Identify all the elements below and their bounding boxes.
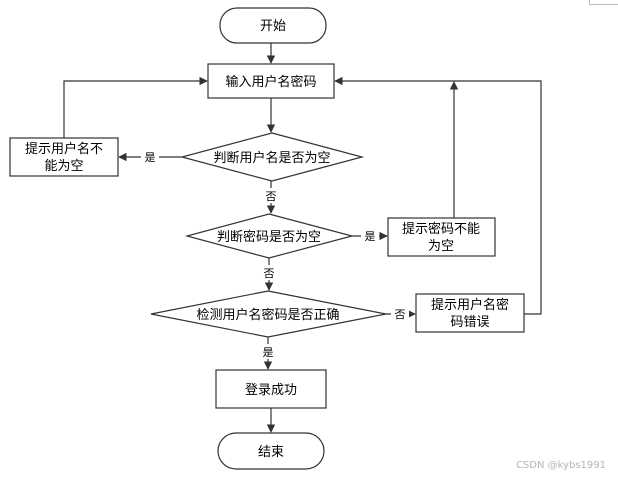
edge-label-no-verify: 否	[395, 308, 406, 321]
edge-label-no-password: 否	[264, 267, 275, 280]
start-label: 开始	[260, 19, 286, 34]
corner-fragment	[589, 0, 618, 5]
check-username-diamond	[179, 132, 365, 182]
start-terminal	[219, 7, 327, 44]
password-empty-box	[387, 217, 496, 257]
check-username-label: 判断用户名是否为空	[213, 150, 330, 166]
wrong-credentials-box	[415, 293, 525, 333]
edge-wrong-credentials-loop	[334, 76, 542, 315]
edge-label-yes-password: 是	[365, 230, 376, 243]
check-password-label: 判断密码是否为空	[217, 229, 321, 245]
edge-label-yes-username: 是	[145, 151, 156, 164]
password-empty-label-1: 提示密码不能	[402, 221, 480, 237]
verify-label: 检测用户名密码是否正确	[196, 307, 339, 323]
wrong-credentials-label-1: 提示用户名密	[431, 297, 509, 313]
end-terminal	[217, 432, 325, 470]
end-label: 结束	[258, 445, 284, 460]
watermark: CSDN @kybs1991	[515, 460, 606, 471]
login-success-box	[215, 369, 327, 409]
wrong-credentials-label-2: 码错误	[450, 315, 489, 330]
password-empty-label-2: 为空	[428, 239, 454, 254]
edge-username-empty-loop	[63, 76, 208, 138]
edge-label-no-username: 否	[266, 190, 277, 203]
success-label: 登录成功	[245, 383, 297, 398]
username-empty-label-2: 能为空	[44, 159, 83, 174]
input-process-box	[207, 63, 335, 99]
username-empty-label-1: 提示用户名不	[25, 141, 103, 157]
input-label: 输入用户名密码	[225, 74, 316, 90]
edge-label-yes-verify: 是	[263, 346, 274, 359]
